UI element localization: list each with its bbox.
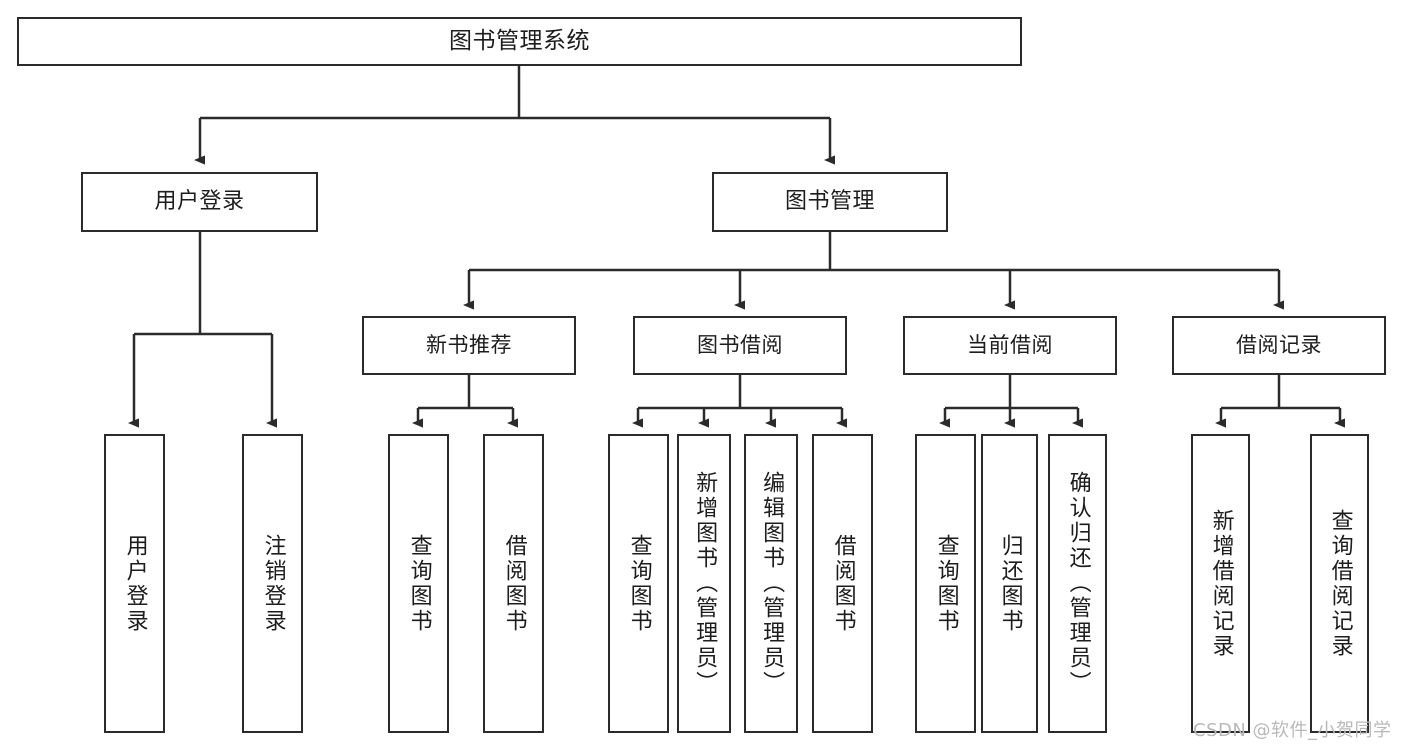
node-label: 借阅记录 [1236, 333, 1322, 358]
leaf-borrow-add-book-admin[interactable]: 新增图书（管理员） [677, 434, 731, 733]
node-label: 用户登录 [122, 533, 148, 634]
leaf-borrow-edit-book-admin[interactable]: 编辑图书（管理员） [744, 434, 798, 733]
node-book-borrow[interactable]: 图书借阅 [633, 316, 847, 375]
node-label: 归还图书 [997, 533, 1023, 634]
node-label: 编辑图书（管理员） [759, 471, 785, 696]
leaf-current-return-book[interactable]: 归还图书 [981, 434, 1038, 733]
node-current-borrow[interactable]: 当前借阅 [903, 316, 1117, 375]
node-label: 当前借阅 [967, 333, 1053, 358]
node-label: 图书借阅 [697, 333, 783, 358]
node-label: 用户登录 [154, 189, 245, 215]
leaf-current-query-book[interactable]: 查询图书 [915, 434, 976, 733]
node-book-management[interactable]: 图书管理 [712, 172, 948, 232]
node-label: 查询图书 [933, 533, 959, 634]
leaf-record-query-record[interactable]: 查询借阅记录 [1310, 434, 1369, 733]
leaf-current-confirm-return-admin[interactable]: 确认归还（管理员） [1048, 434, 1107, 733]
node-label: 确认归还（管理员） [1065, 471, 1091, 696]
node-borrow-record[interactable]: 借阅记录 [1172, 316, 1386, 375]
node-label: 查询图书 [406, 533, 432, 634]
node-root-system[interactable]: 图书管理系统 [17, 17, 1022, 66]
node-label: 注销登录 [260, 533, 286, 634]
leaf-new-book-query[interactable]: 查询图书 [388, 434, 449, 733]
node-user-login[interactable]: 用户登录 [81, 172, 318, 232]
csdn-watermark: CSDN @软件_小贺同学 [1193, 720, 1392, 741]
leaf-new-book-borrow[interactable]: 借阅图书 [483, 434, 544, 733]
leaf-record-add-record[interactable]: 新增借阅记录 [1191, 434, 1250, 733]
leaf-user-login-logout[interactable]: 注销登录 [242, 434, 303, 733]
node-label: 新书推荐 [426, 333, 512, 358]
node-label: 图书管理 [784, 189, 875, 215]
node-label: 新增图书（管理员） [692, 471, 718, 696]
node-label: 新增借阅记录 [1208, 508, 1234, 659]
leaf-user-login-login[interactable]: 用户登录 [104, 434, 165, 733]
node-label: 借阅图书 [830, 533, 856, 634]
leaf-borrow-borrow-book[interactable]: 借阅图书 [812, 434, 873, 733]
node-label: 借阅图书 [501, 533, 527, 634]
node-label: 查询图书 [626, 533, 652, 634]
node-label: 图书管理系统 [449, 28, 590, 55]
node-label: 查询借阅记录 [1327, 508, 1353, 659]
node-new-book-recommend[interactable]: 新书推荐 [362, 316, 576, 375]
leaf-borrow-query-book[interactable]: 查询图书 [608, 434, 669, 733]
